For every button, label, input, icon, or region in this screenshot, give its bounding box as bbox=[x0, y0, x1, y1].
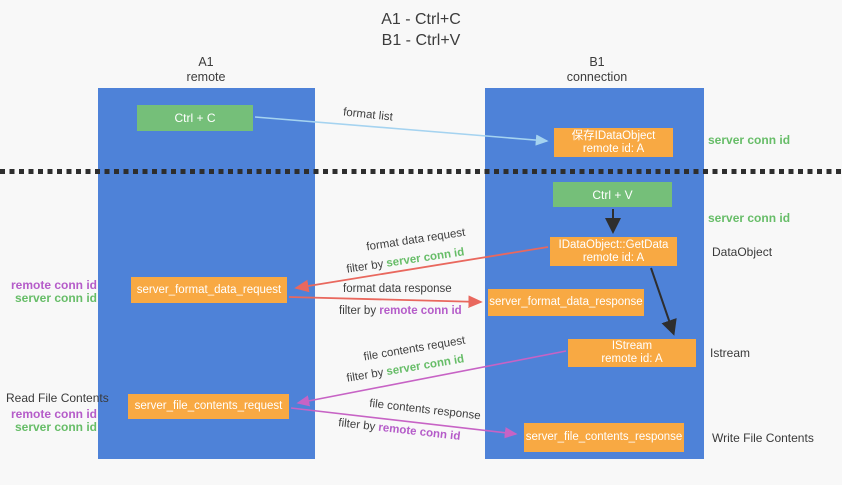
label-file-contents-response: file contents response bbox=[368, 397, 482, 423]
node-ctrl-v: Ctrl + V bbox=[553, 182, 672, 207]
node-save-idataobject-line1: 保存IDataObject bbox=[571, 129, 656, 142]
column-a1-name: A1 bbox=[198, 55, 214, 69]
filter-keyword-4: remote conn id bbox=[377, 421, 461, 443]
node-save-idataobject: 保存IDataObject remote id: A bbox=[554, 128, 673, 157]
node-server-format-data-request: server_format_data_request bbox=[131, 277, 287, 303]
filter-prefix-4: filter by bbox=[337, 417, 380, 434]
label-server-conn-id-top: server conn id bbox=[708, 133, 791, 147]
node-ctrl-v-label: Ctrl + V bbox=[592, 187, 633, 202]
node-file-response-label: server_file_contents_response bbox=[525, 431, 683, 443]
filter-prefix-2: filter by bbox=[339, 305, 380, 317]
label-istream: Istream bbox=[710, 346, 751, 360]
column-header-a1: A1 remote bbox=[146, 55, 266, 85]
node-format-request-label: server_format_data_request bbox=[136, 283, 282, 296]
label-write-file-contents: Write File Contents bbox=[712, 431, 814, 445]
label-server-conn-id-mid: server conn id bbox=[708, 211, 791, 225]
divider-dashed-line bbox=[0, 169, 842, 174]
node-idataobject-getdata: IDataObject::GetData remote id: A bbox=[550, 237, 677, 266]
column-a1-role: remote bbox=[186, 70, 226, 84]
node-save-idataobject-line2: remote id: A bbox=[582, 142, 645, 155]
label-remote-conn-id-left-2: remote conn id bbox=[10, 407, 97, 421]
label-dataobject: DataObject bbox=[712, 245, 773, 259]
title-line-1: A1 - Ctrl+C bbox=[381, 11, 461, 28]
node-file-request-label: server_file_contents_request bbox=[134, 400, 283, 412]
node-format-response-label: server_format_data_response bbox=[489, 296, 643, 308]
filter-keyword-1: server conn id bbox=[385, 246, 466, 270]
label-server-conn-id-left-2: server conn id bbox=[14, 420, 97, 434]
label-format-data-response: format data response bbox=[343, 283, 452, 295]
filter-prefix-3: filter by bbox=[345, 366, 388, 385]
filter-prefix-1: filter by bbox=[345, 257, 388, 276]
label-filter-by-remote-conn-id-1: filter by remote conn id bbox=[339, 305, 462, 317]
node-getdata-line2: remote id: A bbox=[582, 251, 645, 264]
title-line-2: B1 - Ctrl+V bbox=[381, 32, 461, 49]
node-server-file-contents-response: server_file_contents_response bbox=[524, 423, 684, 452]
label-server-conn-id-left-1: server conn id bbox=[14, 291, 97, 305]
column-b1-role: connection bbox=[566, 70, 628, 84]
diagram-title: A1 - Ctrl+C B1 - Ctrl+V bbox=[0, 9, 842, 51]
column-b1-name: B1 bbox=[589, 55, 605, 69]
node-getdata-line1: IDataObject::GetData bbox=[558, 238, 669, 251]
label-filter-by-remote-conn-id-2: filter by remote conn id bbox=[338, 417, 461, 443]
node-server-file-contents-request: server_file_contents_request bbox=[128, 394, 289, 419]
node-ctrl-c-label: Ctrl + C bbox=[174, 111, 216, 125]
node-server-format-data-response: server_format_data_response bbox=[488, 289, 644, 316]
arrow-format-data-response bbox=[288, 295, 483, 308]
label-remote-conn-id-left-1: remote conn id bbox=[10, 278, 97, 292]
node-istream-line2: remote id: A bbox=[601, 353, 663, 365]
label-read-file-contents: Read File Contents bbox=[6, 391, 109, 405]
label-filter-by-server-conn-id-1: filter by server conn id bbox=[346, 246, 465, 275]
label-format-list: format list bbox=[342, 106, 394, 124]
node-istream-line1: IStream bbox=[611, 340, 653, 352]
node-istream: IStream remote id: A bbox=[568, 339, 696, 367]
column-header-b1: B1 connection bbox=[537, 55, 657, 85]
filter-keyword-2: remote conn id bbox=[379, 305, 462, 317]
node-ctrl-c: Ctrl + C bbox=[137, 105, 253, 131]
